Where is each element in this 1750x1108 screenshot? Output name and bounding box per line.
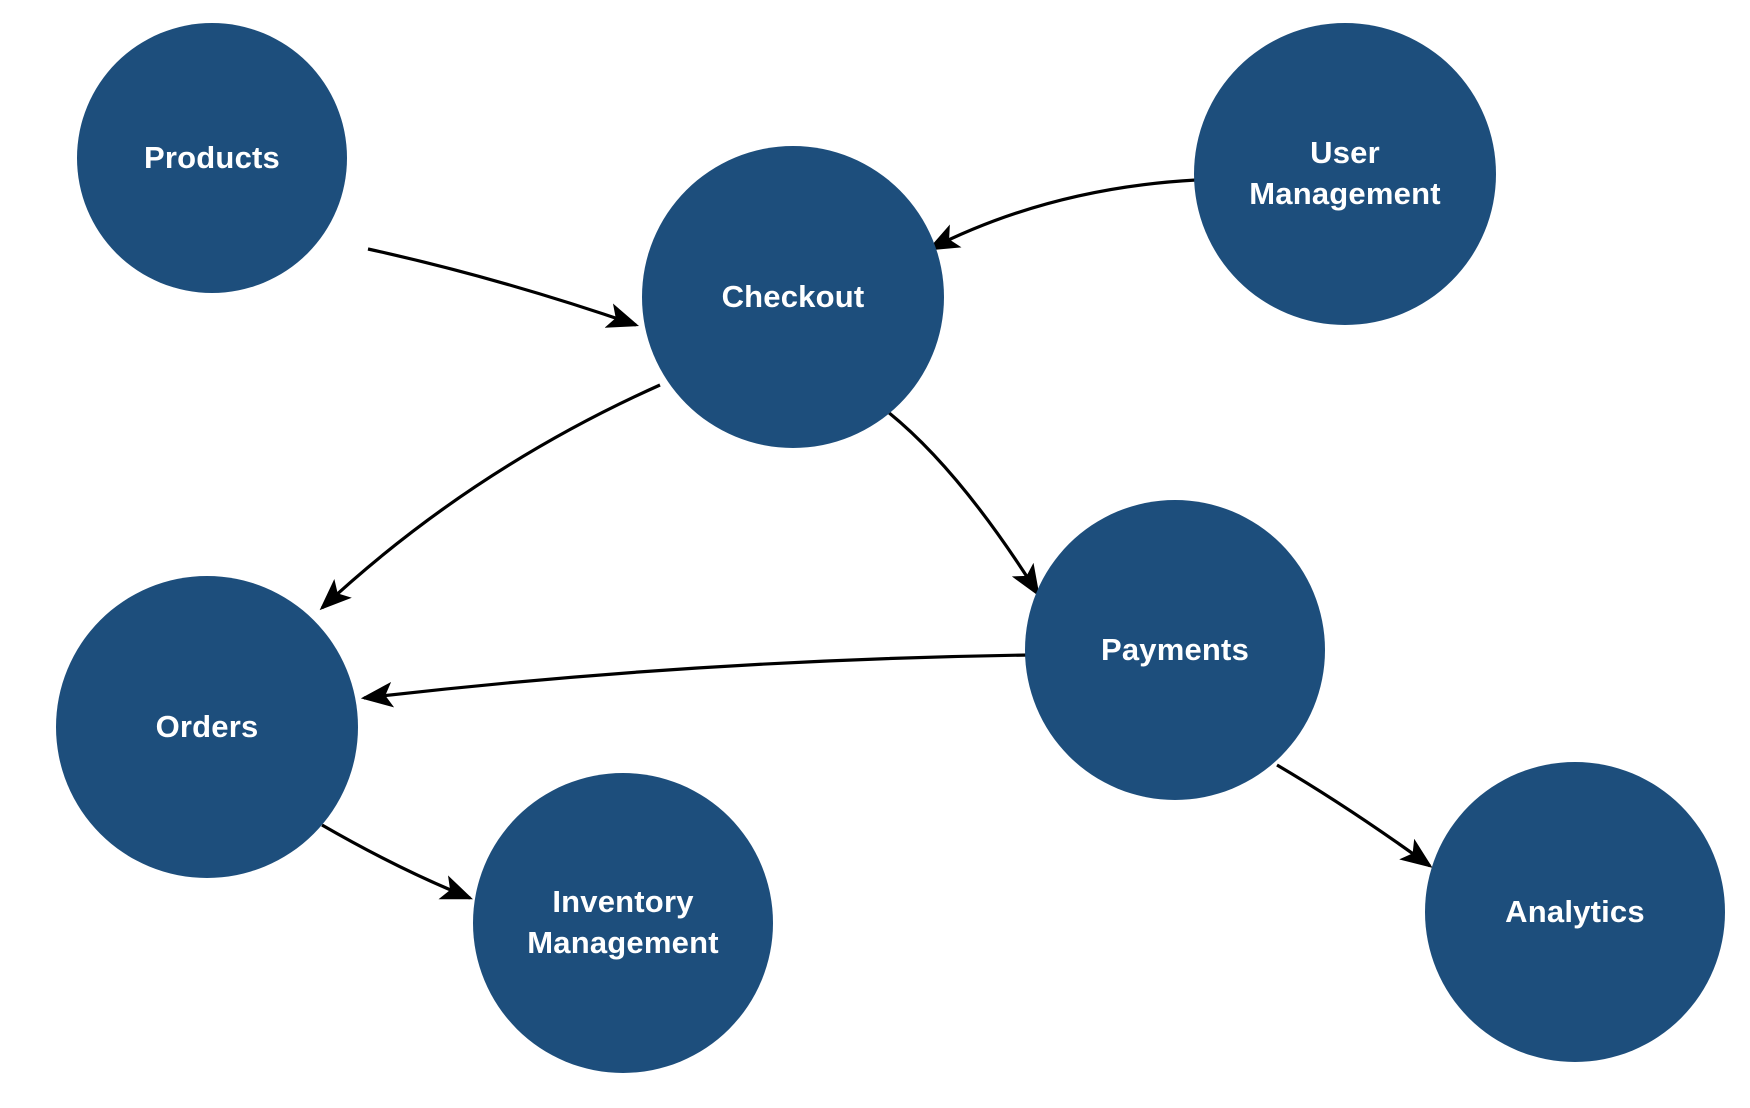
node-payments[interactable]: Payments [1025,500,1325,800]
node-label-products: Products [144,139,280,175]
node-label-user_mgmt: User Management [1249,135,1441,211]
node-label-payments: Payments [1100,631,1250,667]
edge-usermgmt-checkout [927,178,1197,251]
node-products[interactable]: Products [77,23,347,293]
edge-checkout-orders [319,383,661,611]
node-orders[interactable]: Orders [56,576,358,878]
node-inventory[interactable]: Inventory Management [473,773,773,1073]
node-label-analytics: Analytics [1505,893,1645,929]
node-user_mgmt[interactable]: User Management [1194,23,1496,325]
node-analytics[interactable]: Analytics [1425,762,1725,1062]
edge-products-checkout [367,247,640,328]
node-label-checkout: Checkout [721,278,865,314]
node-label-inventory: Inventory Management [527,884,719,960]
edge-checkout-payments [886,410,1040,597]
edge-orders-inventory [321,823,473,900]
edge-payments-analytics [1276,763,1433,868]
node-checkout[interactable]: Checkout [642,146,944,448]
node-label-orders: Orders [155,708,259,744]
edge-payments-orders [360,653,1031,708]
